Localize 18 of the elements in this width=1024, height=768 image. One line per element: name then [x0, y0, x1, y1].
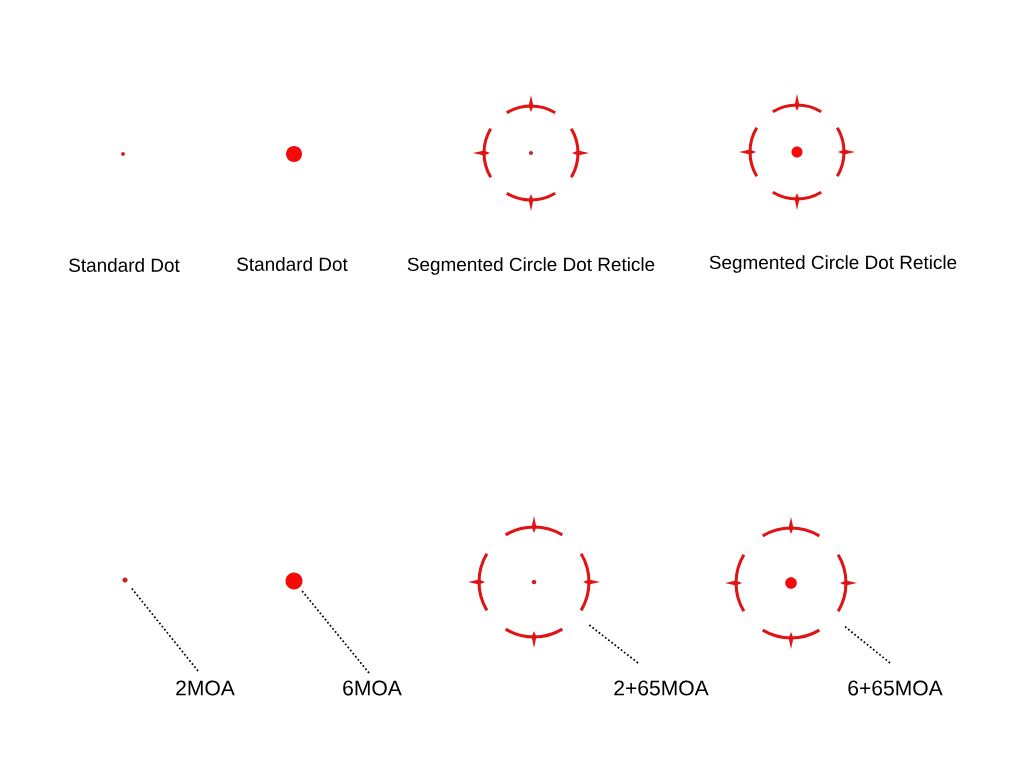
caption: Segmented Circle Dot Reticle [407, 257, 655, 275]
leader-line [843, 625, 891, 664]
size-label: 2MOA [176, 680, 235, 696]
reticle [725, 517, 857, 649]
leader-line [130, 586, 199, 672]
size-label: 6+65MOA [848, 680, 943, 696]
size-label: 2+65MOA [614, 680, 709, 696]
dot [285, 572, 303, 590]
leader-line [301, 590, 370, 674]
leader-line [587, 623, 639, 664]
dot [286, 146, 302, 162]
reticle [473, 95, 589, 211]
caption: Standard Dot [237, 257, 348, 271]
reticle [739, 94, 855, 210]
caption: Standard Dot [69, 258, 180, 272]
reticle [468, 516, 600, 648]
caption: Segmented Circle Dot Reticle [709, 255, 957, 273]
size-label: 6MOA [343, 680, 402, 696]
